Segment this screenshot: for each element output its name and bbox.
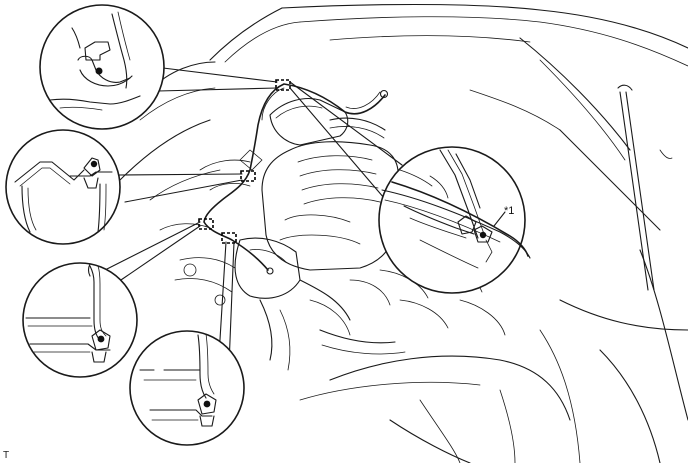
engine-assembly <box>159 97 506 371</box>
clip-marker-2 <box>240 170 256 182</box>
hood-and-body-outline <box>119 3 688 463</box>
leader-lines <box>104 67 403 391</box>
detail-view-3 <box>22 262 138 378</box>
callout-label: *1 <box>504 205 514 217</box>
clip-marker-1 <box>275 79 291 91</box>
detail-view-4 <box>129 330 245 446</box>
detail-view-1 <box>39 4 165 130</box>
hood-release-cable <box>203 83 389 275</box>
detail-view-2 <box>5 129 121 245</box>
clip-markers <box>198 79 291 244</box>
figure-code: T <box>3 450 10 461</box>
clip-marker-4 <box>221 232 237 244</box>
detail-view-5: *1 <box>378 146 531 294</box>
clip-marker-3 <box>198 218 214 230</box>
